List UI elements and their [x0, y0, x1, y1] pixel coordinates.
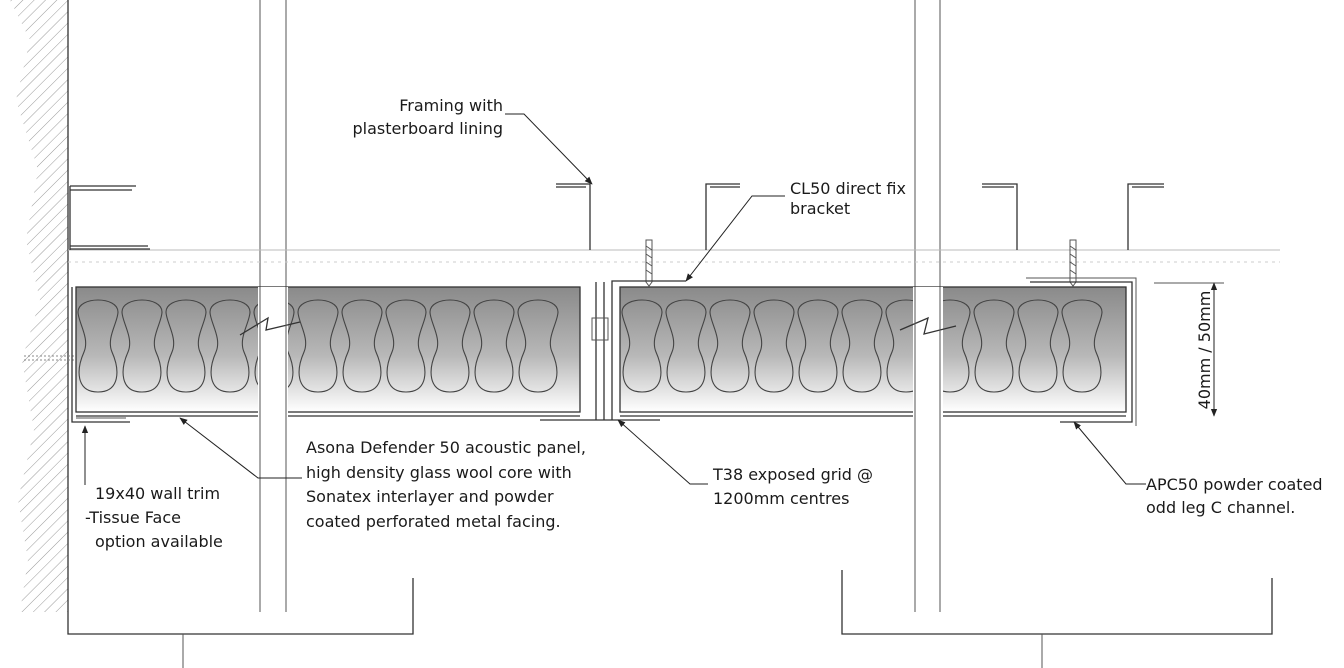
- cl50-bracket: [611, 277, 1137, 426]
- panel-label-line3: Sonatex interlayer and powder: [306, 487, 554, 506]
- glass-wool-lobe: [517, 299, 559, 393]
- acoustic-panel-right: [619, 286, 1127, 417]
- acoustic-panel-left: [75, 286, 581, 417]
- channel-label-line1: APC50 powder coated: [1146, 475, 1323, 494]
- left-wall: [0, 0, 69, 612]
- glass-wool-lobe: [621, 299, 663, 393]
- glass-wool-lobe: [385, 299, 427, 393]
- glass-wool-lobe: [841, 299, 883, 393]
- framing-label-line1: Framing with: [399, 96, 503, 115]
- panel-label-line2: high density glass wool core with: [306, 463, 572, 482]
- glass-wool-lobe: [797, 299, 839, 393]
- dimension-label: 40mm / 50mm: [1195, 291, 1214, 410]
- panel-label-line4: coated perforated metal facing.: [306, 512, 561, 531]
- glass-wool-lobe: [709, 299, 751, 393]
- glass-wool-lobe: [473, 299, 515, 393]
- channel-label-line2: odd leg C channel.: [1146, 498, 1295, 517]
- glass-wool-lobe: [341, 299, 383, 393]
- glass-wool-lobe: [1061, 299, 1103, 393]
- grid-label-line1: T38 exposed grid @: [712, 465, 873, 484]
- plasterboard-lining: [68, 249, 1280, 263]
- panel-label-line1: Asona Defender 50 acoustic panel,: [306, 438, 586, 457]
- break-marks: [239, 287, 957, 417]
- glass-wool-lobe: [209, 299, 251, 393]
- wall-trim-label-line3: option available: [95, 532, 223, 551]
- wall-trim-label-line2: -Tissue Face: [85, 508, 181, 527]
- glass-wool-lobe: [1017, 299, 1059, 393]
- screw-fixings: [24, 239, 1077, 361]
- glass-wool-lobe: [297, 299, 339, 393]
- bracket-label-line2: bracket: [790, 199, 850, 218]
- bottom-outline: [67, 570, 1273, 668]
- glass-wool-lobe: [665, 299, 707, 393]
- glass-wool-lobe: [973, 299, 1015, 393]
- glass-wool-lobe: [121, 299, 163, 393]
- grid-label-line2: 1200mm centres: [713, 489, 849, 508]
- framing-label-line2: plasterboard lining: [353, 119, 504, 138]
- framing-channels: [69, 183, 1164, 250]
- bracket-label-line1: CL50 direct fix: [790, 179, 906, 198]
- wall-trim-label-line1: 19x40 wall trim: [95, 484, 220, 503]
- glass-wool-lobe: [429, 299, 471, 393]
- glass-wool-lobe: [753, 299, 795, 393]
- leader-lines: [81, 113, 1146, 485]
- t38-grid: [540, 282, 660, 421]
- glass-wool-lobe: [165, 299, 207, 393]
- panel-thickness-dimension: 40mm / 50mm: [1154, 282, 1224, 417]
- glass-wool-lobe: [77, 299, 119, 393]
- wall-trim: [71, 287, 130, 423]
